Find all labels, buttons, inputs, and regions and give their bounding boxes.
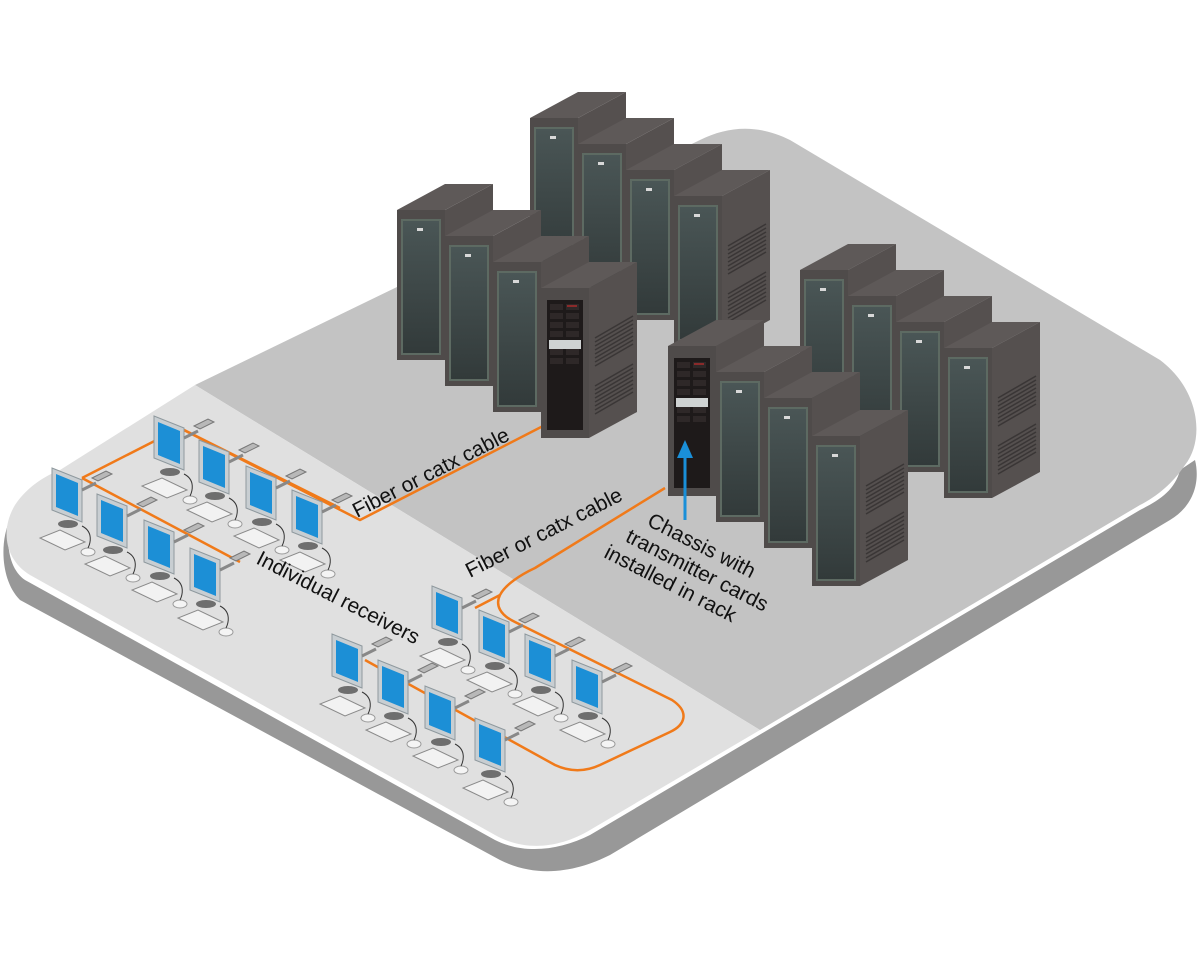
receiver-unit bbox=[228, 550, 252, 562]
receiver-workstation bbox=[418, 585, 494, 675]
receiver-unit bbox=[192, 418, 216, 430]
receiver-workstation bbox=[232, 465, 308, 555]
receiver-unit bbox=[370, 636, 394, 648]
chassis-pointer-arrow bbox=[677, 440, 693, 520]
keyboard-icon bbox=[38, 529, 87, 551]
keyboard-icon bbox=[364, 721, 413, 743]
receivers bbox=[38, 415, 634, 807]
receiver-workstation bbox=[38, 467, 114, 557]
keyboard-icon bbox=[83, 555, 132, 577]
mouse-icon bbox=[553, 713, 569, 723]
receiver-workstation bbox=[176, 547, 252, 637]
mouse-icon bbox=[182, 495, 198, 505]
receiver-workstation bbox=[278, 489, 354, 579]
rack-logo bbox=[916, 340, 922, 343]
keyboard-icon bbox=[461, 779, 510, 801]
receiver-workstation bbox=[411, 685, 487, 775]
arrow-head-icon bbox=[677, 440, 693, 458]
receiver-unit bbox=[90, 470, 114, 482]
receiver-workstation bbox=[511, 633, 587, 723]
mouse-icon bbox=[227, 519, 243, 529]
receiver-workstation bbox=[465, 609, 541, 699]
receiver-workstation bbox=[140, 415, 216, 505]
receiver-unit bbox=[463, 688, 487, 700]
rack-logo bbox=[598, 162, 604, 165]
receiver-unit bbox=[182, 522, 206, 534]
rack-logo bbox=[820, 288, 826, 291]
mouse-icon bbox=[274, 545, 290, 555]
cables bbox=[81, 423, 685, 772]
cable-line bbox=[81, 476, 241, 564]
keyboard-icon bbox=[411, 747, 460, 769]
receiver-unit bbox=[135, 496, 159, 508]
mouse-icon bbox=[453, 765, 469, 775]
rack-logo bbox=[513, 280, 519, 283]
receiver-unit bbox=[517, 612, 541, 624]
rack-logo bbox=[868, 314, 874, 317]
rack-logo bbox=[417, 228, 423, 231]
server-rack bbox=[812, 410, 908, 586]
keyboard-icon bbox=[232, 527, 281, 549]
transmitter-card-panel bbox=[549, 340, 581, 349]
receiver-unit bbox=[563, 636, 587, 648]
rack-logo bbox=[784, 416, 790, 419]
keyboard-icon bbox=[318, 695, 367, 717]
receiver-workstation bbox=[558, 659, 634, 749]
receiver-workstation bbox=[130, 519, 206, 609]
rack-logo bbox=[736, 390, 742, 393]
keyboard-icon bbox=[140, 477, 189, 499]
chassis-rack bbox=[541, 262, 637, 438]
keyboard-icon bbox=[418, 647, 467, 669]
mouse-icon bbox=[460, 665, 476, 675]
receiver-workstation bbox=[364, 659, 440, 749]
keyboard-icon bbox=[130, 581, 179, 603]
receiver-unit bbox=[237, 442, 261, 454]
rack-logo bbox=[646, 188, 652, 191]
receiver-unit bbox=[513, 720, 537, 732]
mouse-icon bbox=[503, 797, 519, 807]
receiver-workstation bbox=[185, 439, 261, 529]
cable-line bbox=[364, 594, 685, 772]
receiver-unit bbox=[284, 468, 308, 480]
receiver-unit bbox=[610, 662, 634, 674]
server-racks bbox=[397, 92, 1040, 586]
mouse-icon bbox=[125, 573, 141, 583]
mouse-icon bbox=[80, 547, 96, 557]
rack-logo bbox=[964, 366, 970, 369]
receiver-workstation bbox=[318, 633, 394, 723]
mouse-icon bbox=[360, 713, 376, 723]
rack-logo bbox=[694, 214, 700, 217]
mouse-icon bbox=[172, 599, 188, 609]
transmitter-card-panel bbox=[676, 398, 708, 407]
server-rack bbox=[944, 322, 1040, 498]
mouse-icon bbox=[600, 739, 616, 749]
mouse-icon bbox=[507, 689, 523, 699]
rack-logo bbox=[832, 454, 838, 457]
server-rack bbox=[674, 170, 770, 346]
rack-logo bbox=[550, 136, 556, 139]
receiver-workstation bbox=[83, 493, 159, 583]
keyboard-icon bbox=[558, 721, 607, 743]
keyboard-icon bbox=[511, 695, 560, 717]
rack-logo bbox=[465, 254, 471, 257]
keyboard-icon bbox=[176, 609, 225, 631]
receiver-workstation bbox=[461, 717, 537, 807]
mouse-icon bbox=[406, 739, 422, 749]
receiver-unit bbox=[416, 662, 440, 674]
cable-line bbox=[179, 426, 341, 510]
receiver-unit bbox=[470, 588, 494, 600]
keyboard-icon bbox=[465, 671, 514, 693]
mouse-icon bbox=[218, 627, 234, 637]
receiver-unit bbox=[330, 492, 354, 504]
cable-line bbox=[474, 486, 666, 610]
keyboard-icon bbox=[278, 551, 327, 573]
keyboard-icon bbox=[185, 501, 234, 523]
